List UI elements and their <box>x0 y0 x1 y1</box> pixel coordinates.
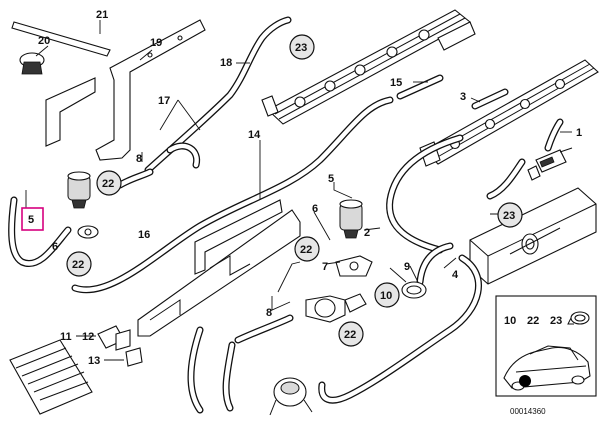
ring-10 <box>401 281 427 299</box>
strap-21 <box>11 21 111 57</box>
diagram-code: 00014360 <box>510 407 546 416</box>
label-12: 12 <box>82 331 94 343</box>
ref-circle-23-top[interactable]: 23 <box>289 34 315 60</box>
location-marker-icon <box>519 375 531 387</box>
car-silhouette-icon <box>503 345 591 391</box>
label-19: 19 <box>150 37 162 49</box>
label-3: 3 <box>460 91 466 103</box>
label-18: 18 <box>220 57 232 69</box>
label-6-left: 6 <box>52 241 58 253</box>
svg-text:23: 23 <box>503 210 515 222</box>
label-11: 11 <box>60 331 72 343</box>
ref-circle-22-lower-left[interactable]: 22 <box>66 251 92 277</box>
label-5-left: 5 <box>28 214 34 226</box>
label-1: 1 <box>576 127 582 139</box>
hoses <box>8 16 564 414</box>
svg-text:22: 22 <box>300 244 312 256</box>
bracket-19 <box>45 19 206 161</box>
label-15: 15 <box>390 77 402 89</box>
inset-label-23: 23 <box>550 315 562 327</box>
bracket-lower <box>137 199 301 337</box>
label-8-upper: 8 <box>136 153 142 165</box>
hose-clamp-icon <box>567 311 590 325</box>
ref-circle-22-lower[interactable]: 22 <box>338 321 364 347</box>
inset-label-10: 10 <box>504 315 516 327</box>
label-2: 2 <box>364 227 370 239</box>
label-4: 4 <box>452 269 459 281</box>
svg-text:22: 22 <box>344 329 356 341</box>
label-7: 7 <box>322 261 328 273</box>
clips-11-12 <box>97 325 143 367</box>
ref-circle-22-center[interactable]: 22 <box>294 236 320 262</box>
ref-circle-10[interactable]: 10 <box>374 282 400 308</box>
label-6-center: 6 <box>312 203 318 215</box>
highlighted-part-5[interactable]: 5 <box>21 207 44 231</box>
label-13: 13 <box>88 355 100 367</box>
label-5-right: 5 <box>328 173 334 185</box>
highlight-box <box>21 207 44 231</box>
part-number-labels: 21 20 19 18 17 8 14 15 3 1 5 6 2 16 6 7 … <box>38 9 582 367</box>
label-14: 14 <box>248 129 261 141</box>
fuel-pressure-regulator <box>305 293 367 323</box>
inset-label-22: 22 <box>527 315 539 327</box>
intake-manifold-section <box>469 187 597 285</box>
label-21: 21 <box>96 9 108 21</box>
valve-6-left <box>67 171 99 239</box>
svg-text:22: 22 <box>102 178 114 190</box>
corrugated-hose <box>9 339 93 415</box>
label-9: 9 <box>404 261 410 273</box>
reference-circles: 23 22 22 22 10 22 23 <box>66 34 523 347</box>
leader-lines <box>25 20 572 361</box>
label-8-lower: 8 <box>266 307 272 319</box>
ref-circle-22-left[interactable]: 22 <box>96 170 122 196</box>
svg-text:22: 22 <box>72 259 84 271</box>
svg-text:23: 23 <box>295 42 307 54</box>
fuel-injector <box>527 147 573 181</box>
inset-panel: 10 22 23 <box>495 295 597 397</box>
clamp-20 <box>19 52 45 75</box>
fuel-rail-lower <box>419 59 599 167</box>
tank-vent-valve <box>269 377 313 416</box>
label-17: 17 <box>158 95 170 107</box>
label-20: 20 <box>38 35 50 47</box>
valve-6-center <box>335 199 373 277</box>
fuel-rail-upper <box>261 9 476 125</box>
label-16: 16 <box>138 229 150 241</box>
svg-text:10: 10 <box>380 290 392 302</box>
ref-circle-23-right[interactable]: 23 <box>497 202 523 228</box>
